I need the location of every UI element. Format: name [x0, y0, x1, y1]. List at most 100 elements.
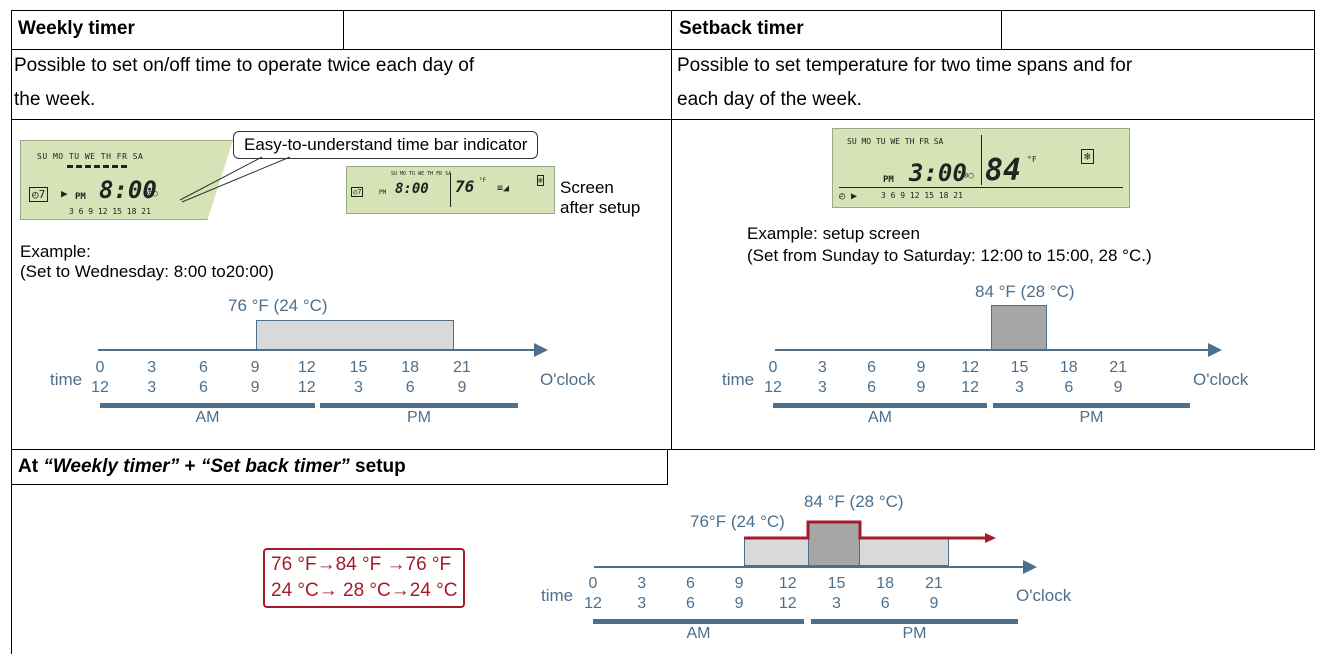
- weekly-lcd-timer-number: ◴7: [29, 187, 49, 202]
- combined-title-prefix: At: [18, 456, 44, 477]
- setback-axis-line: [775, 349, 1210, 351]
- setback-tick-12h: 12: [764, 379, 782, 396]
- setback-tick-12h: 9: [1113, 379, 1123, 396]
- combined-title: At “Weekly timer” + “Set back timer” set…: [18, 456, 406, 478]
- grid-middle-vertical: [671, 10, 672, 450]
- weekly-tick-12h: 12: [91, 379, 109, 396]
- weekly-axis-arrowhead: [534, 343, 548, 357]
- weekly-example-label: Example:: [20, 242, 91, 261]
- setback-axis-arrowhead: [1208, 343, 1222, 357]
- combined-tick-12h: 3: [637, 595, 647, 612]
- temperature-sequence-fahrenheit: 76 °F→84 °F →76 °F: [271, 554, 452, 575]
- weekly-lcd-days: SU MO TU WE TH FR SA: [37, 152, 144, 161]
- weekly-lcd-onoff-icon: ⊙○: [147, 189, 158, 199]
- setback-lcd-temp: 84: [985, 153, 1022, 188]
- weekly-tick-24h: 18: [401, 359, 420, 376]
- combined-am-label: AM: [686, 625, 711, 642]
- screen-after-setup-line1: Screen: [560, 178, 614, 197]
- weekly-pm-label: PM: [407, 409, 431, 426]
- combined-pm-label: PM: [902, 625, 927, 642]
- setback-tick-24h: 18: [1059, 359, 1078, 376]
- weekly-lcd-after-temp: 76: [455, 177, 475, 196]
- weekly-tick-24h: 21: [452, 359, 471, 376]
- setback-tick-24h: 3: [817, 359, 827, 376]
- weekly-lcd-after-unit: °F: [479, 177, 487, 184]
- setback-lcd-timebar: 3 6 9 12 15 18 21: [881, 191, 963, 200]
- combined-tick-24h: 15: [827, 575, 846, 592]
- weekly-tick-12h: 3: [354, 379, 363, 396]
- weekly-lcd-arrow: ▶: [61, 187, 68, 200]
- setback-tick-12h: 9: [916, 379, 926, 396]
- setback-pm-label: PM: [1079, 409, 1104, 426]
- setback-description-line2: each day of the week.: [677, 89, 862, 110]
- combined-time-label: time: [541, 586, 574, 605]
- weekly-lcd-after-days: SU MO TU WE TH FR SA: [391, 171, 452, 177]
- combined-tick-24h: 18: [876, 575, 895, 592]
- setback-am-label: AM: [868, 409, 892, 426]
- combined-tick-12h: 3: [832, 595, 841, 612]
- combined-tick-12h: 6: [880, 595, 890, 612]
- weekly-time-label: time: [50, 370, 83, 389]
- grid-left: [11, 10, 12, 654]
- combined-tick-12h: 9: [929, 595, 939, 612]
- setback-lcd-unit: °F: [1027, 155, 1037, 164]
- setback-lcd-clock: 3:00: [909, 159, 967, 187]
- weekly-tick-12h: 9: [457, 379, 467, 396]
- combined-title-weekly: “Weekly timer”: [43, 456, 180, 477]
- setback-tick-12h: 3: [1015, 379, 1024, 396]
- weekly-description-line2: the week.: [14, 89, 96, 110]
- weekly-lcd-after-fan-icon: ≡◢: [497, 183, 510, 194]
- setback-example-detail: (Set from Sunday to Saturday: 12:00 to 1…: [747, 246, 1152, 265]
- weekly-tick-24h: 15: [349, 359, 368, 376]
- weekly-am-bar: [100, 403, 315, 408]
- combined-tick-12h: 6: [685, 595, 695, 612]
- setback-tick-24h: 0: [768, 359, 778, 376]
- weekly-lcd-after-pm: PM: [379, 189, 387, 196]
- weekly-lcd-timer-icon: ◴: [32, 188, 39, 201]
- weekly-lcd-day-bars: [67, 165, 127, 171]
- weekly-title: Weekly timer: [18, 18, 135, 39]
- setback-tick-24h: 21: [1109, 359, 1127, 376]
- weekly-tick-12h: 12: [297, 379, 316, 396]
- combined-title-setback: “Set back timer”: [200, 456, 350, 477]
- setback-tick-12h: 3: [817, 379, 827, 396]
- weekly-oclock-label: O'clock: [540, 370, 596, 389]
- setback-tick-12h: 12: [961, 379, 980, 396]
- weekly-tick-24h: 12: [297, 359, 316, 376]
- setback-lcd-timer-icon: ◴ ▶: [839, 191, 858, 202]
- combined-tick-24h: 3: [637, 575, 647, 592]
- setback-tick-24h: 6: [867, 359, 877, 376]
- combined-low-temp-label: 76°F (24 °C): [690, 512, 785, 531]
- weekly-lcd-after-timer: ◴7: [351, 187, 364, 197]
- weekly-tick-12h: 6: [198, 379, 208, 396]
- setback-lcd-baseline: [839, 187, 1123, 188]
- weekly-lcd-after-setup: SU MO TU WE TH FR SA ◴7 PM 8:00 76 °F ≡◢…: [346, 166, 555, 214]
- grid-header-bottom: [11, 49, 1315, 50]
- combined-tick-24h: 21: [924, 575, 943, 592]
- combined-high-temp-label: 84 °F (28 °C): [804, 492, 904, 511]
- combined-title-suffix: setup: [349, 456, 406, 477]
- combined-title-plus: +: [179, 456, 201, 477]
- weekly-lcd-after-divider: [450, 173, 451, 207]
- weekly-pm-bar: [320, 403, 518, 408]
- combined-tick-24h: 0: [588, 575, 598, 592]
- grid-desc-bottom: [11, 119, 1315, 120]
- weekly-tick-24h: 3: [147, 359, 157, 376]
- weekly-lcd-after-mode-icon: ❄: [537, 175, 544, 186]
- weekly-tick-24h: 9: [250, 359, 260, 376]
- setback-operation-bar: [991, 305, 1047, 350]
- weekly-lcd-pm: PM: [75, 192, 86, 202]
- combined-tick-12h: 12: [584, 595, 602, 612]
- weekly-title-box-right: [343, 10, 344, 50]
- temperature-sequence-celsius: 24 °C→ 28 °C→24 °C: [271, 580, 458, 601]
- weekly-temp-label: 76 °F (24 °C): [228, 296, 328, 315]
- setback-tick-24h: 15: [1010, 359, 1029, 376]
- weekly-tick-12h: 3: [147, 379, 157, 396]
- grid-combined-header-right: [667, 449, 668, 485]
- setback-lcd-days: SU MO TU WE TH FR SA: [847, 137, 944, 146]
- grid-combined-header-bottom: [11, 484, 667, 485]
- weekly-axis-line: [98, 349, 536, 351]
- setback-lcd-onoff-icon: ⊙○: [963, 171, 974, 181]
- setback-lcd-screen: SU MO TU WE TH FR SA PM 3:00 ⊙○ 84 °F ❄ …: [832, 128, 1130, 208]
